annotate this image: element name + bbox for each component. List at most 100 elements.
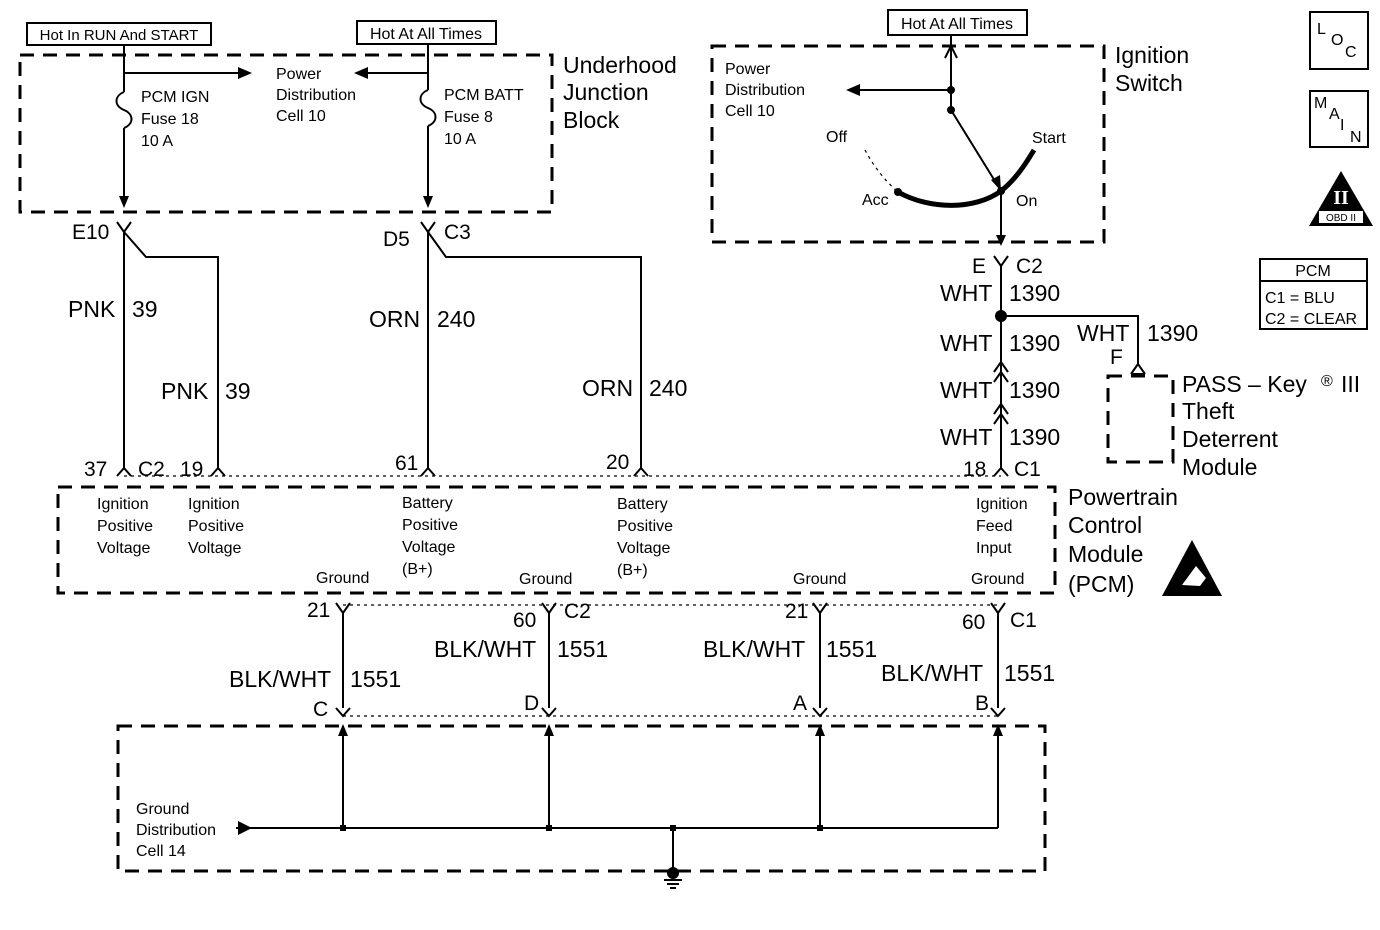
svg-text:1390: 1390 (1009, 424, 1060, 450)
pcm-connector-legend: PCM C1 = BLU C2 = CLEAR (1259, 258, 1368, 330)
fuse-pcm-batt: PCM BATT Fuse 8 10 A (419, 75, 524, 208)
svg-text:A: A (793, 692, 807, 715)
svg-text:39: 39 (225, 378, 251, 404)
ignition-switch-box (710, 44, 1106, 244)
svg-text:60: 60 (962, 611, 985, 634)
svg-text:240: 240 (437, 306, 475, 332)
svg-text:Battery: Battery (402, 495, 453, 512)
pcm-input-batt-positive-1: Battery Positive Voltage (B+) (402, 495, 458, 578)
svg-text:Cell 14: Cell 14 (136, 843, 186, 860)
svg-text:L: L (1317, 21, 1326, 38)
underhood-junction-block (18, 53, 554, 214)
svg-text:Hot At All Times: Hot At All Times (370, 26, 482, 43)
svg-text:20: 20 (606, 451, 629, 474)
svg-text:Input: Input (976, 540, 1012, 557)
wire-label-wht-1390-a: WHT 1390 (940, 280, 1060, 306)
wire-label-orn-240-b: ORN 240 (582, 375, 687, 401)
wire-label-pnk-39-a: PNK 39 (68, 296, 158, 322)
svg-text:1390: 1390 (1009, 330, 1060, 356)
svg-text:Module: Module (1068, 541, 1143, 567)
svg-text:C2: C2 (1016, 255, 1043, 278)
svg-text:C1 = BLU: C1 = BLU (1265, 290, 1335, 307)
pcm-input-ign-positive-1: Ignition Positive Voltage (97, 496, 153, 557)
underhood-title: Underhood Junction Block (563, 52, 677, 133)
svg-text:Cell 10: Cell 10 (725, 103, 775, 120)
connector-e10 (116, 221, 132, 234)
svg-text:M: M (1314, 95, 1327, 112)
svg-text:C2: C2 (564, 600, 591, 623)
arrow-icon (238, 821, 252, 835)
svg-text:Module: Module (1182, 454, 1257, 480)
esd-sensitive-icon (1162, 540, 1222, 596)
switch-position-acc: Acc (862, 192, 889, 209)
svg-text:Battery: Battery (617, 496, 668, 513)
svg-text:BLK/WHT: BLK/WHT (703, 636, 805, 662)
main-icon[interactable]: M A I N (1309, 90, 1369, 148)
svg-text:Powertrain: Powertrain (1068, 484, 1178, 510)
svg-text:61: 61 (395, 452, 418, 475)
arrow-icon (238, 67, 252, 79)
svg-text:PCM IGN: PCM IGN (141, 89, 209, 106)
switch-position-start: Start (1032, 130, 1066, 147)
svg-text:Feed: Feed (976, 518, 1012, 535)
svg-text:1390: 1390 (1147, 320, 1198, 346)
svg-text:D5: D5 (383, 228, 410, 251)
svg-text:1551: 1551 (350, 666, 401, 692)
svg-text:Ignition: Ignition (976, 496, 1028, 513)
pcm-input-ign-feed: Ignition Feed Input (976, 496, 1028, 557)
loc-icon[interactable]: L O C (1309, 11, 1369, 70)
svg-text:Power: Power (276, 66, 322, 83)
svg-text:Voltage: Voltage (617, 540, 670, 557)
svg-text:21: 21 (307, 599, 330, 622)
svg-text:C: C (1345, 44, 1357, 61)
svg-text:Control: Control (1068, 512, 1142, 538)
svg-text:Switch: Switch (1115, 70, 1183, 96)
svg-text:(PCM): (PCM) (1068, 571, 1134, 597)
ignition-switch-title: Ignition Switch (1115, 42, 1189, 96)
svg-text:F: F (1110, 346, 1123, 369)
svg-text:PNK: PNK (68, 296, 116, 322)
svg-text:Ignition: Ignition (188, 496, 240, 513)
svg-text:I: I (1340, 117, 1344, 134)
svg-text:C3: C3 (444, 221, 471, 244)
svg-text:ORN: ORN (582, 375, 633, 401)
svg-text:C1: C1 (1010, 609, 1037, 632)
svg-text:37: 37 (84, 458, 107, 481)
svg-text:Ground: Ground (136, 801, 189, 818)
svg-text:Cell 10: Cell 10 (276, 108, 326, 125)
underhood-power-distribution-ref: Power Distribution Cell 10 (276, 66, 356, 125)
svg-text:Junction: Junction (563, 79, 649, 105)
hot-at-all-times-batt-label: Hot At All Times (356, 20, 497, 45)
connector-f (1130, 362, 1146, 375)
svg-text:PCM BATT: PCM BATT (444, 87, 524, 104)
svg-text:39: 39 (132, 296, 158, 322)
svg-text:D: D (524, 692, 539, 715)
inline-connector (993, 360, 1009, 383)
connector-e-c2 (993, 255, 1009, 268)
svg-text:240: 240 (649, 375, 687, 401)
svg-text:BLK/WHT: BLK/WHT (434, 636, 536, 662)
hot-at-all-times-ign-label: Hot At All Times (887, 9, 1028, 36)
arrow-icon (354, 67, 368, 79)
svg-text:®: ® (1321, 373, 1333, 390)
svg-text:B: B (975, 692, 989, 715)
svg-text:Voltage: Voltage (97, 540, 150, 557)
svg-text:Hot At All Times: Hot At All Times (901, 16, 1013, 33)
pcm-pin-37 (116, 466, 132, 477)
pcm-ground-label: Ground (793, 571, 846, 588)
pcm-ground-label: Ground (316, 570, 369, 587)
switch-wiper-arrow-icon (991, 175, 1001, 191)
svg-text:10 A: 10 A (141, 133, 173, 150)
pcm-ground-label: Ground (971, 571, 1024, 588)
svg-text:BLK/WHT: BLK/WHT (881, 660, 983, 686)
pcm-pin-20 (633, 466, 649, 477)
pcm-input-ign-positive-2: Ignition Positive Voltage (188, 496, 244, 557)
svg-text:1551: 1551 (557, 636, 608, 662)
svg-text:A: A (1329, 106, 1340, 123)
svg-text:1390: 1390 (1009, 280, 1060, 306)
wire-label-blk-1551-c: BLK/WHT 1551 (703, 636, 877, 662)
svg-text:BLK/WHT: BLK/WHT (229, 666, 331, 692)
svg-text:Distribution: Distribution (276, 87, 356, 104)
wire-label-wht-1390-pass: WHT 1390 (1077, 320, 1198, 346)
